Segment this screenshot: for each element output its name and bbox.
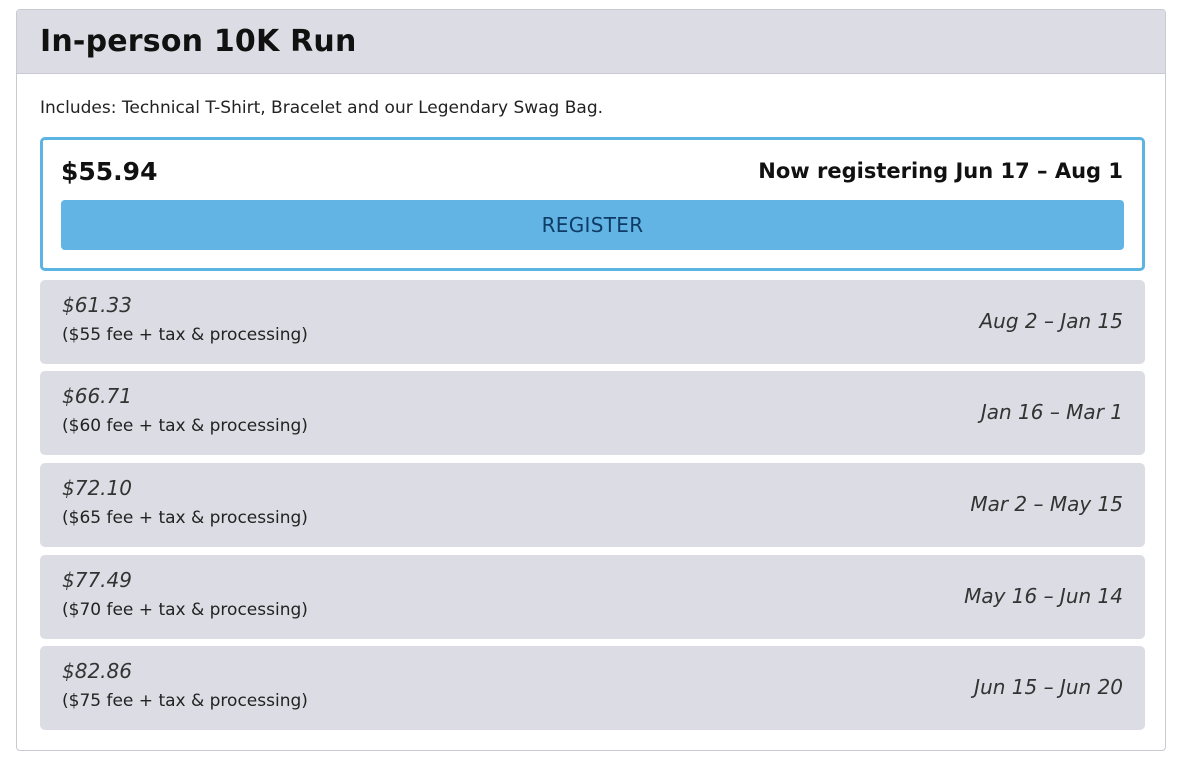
tier-price: $82.86 — [62, 659, 132, 683]
tier-fee-breakdown: ($65 fee + tax & processing) — [62, 508, 308, 528]
tier-dates: Aug 2 – Jan 15 — [979, 309, 1124, 333]
price-tier: $72.10 ($65 fee + tax & processing) Mar … — [40, 463, 1145, 547]
tier-dates: Jan 16 – Mar 1 — [980, 400, 1123, 424]
current-registration-dates: Now registering Jun 17 – Aug 1 — [758, 159, 1123, 183]
tier-price: $66.71 — [62, 384, 132, 408]
current-price: $55.94 — [61, 157, 158, 186]
tier-fee-breakdown: ($70 fee + tax & processing) — [62, 600, 308, 620]
registration-card: In-person 10K Run Includes: Technical T-… — [16, 9, 1166, 751]
tier-dates: Jun 15 – Jun 20 — [974, 675, 1123, 699]
tier-fee-breakdown: ($55 fee + tax & processing) — [62, 325, 308, 345]
price-tier: $61.33 ($55 fee + tax & processing) Aug … — [40, 280, 1145, 364]
tier-fee-breakdown: ($75 fee + tax & processing) — [62, 691, 308, 711]
price-tier: $66.71 ($60 fee + tax & processing) Jan … — [40, 371, 1145, 455]
price-tier: $82.86 ($75 fee + tax & processing) Jun … — [40, 646, 1145, 730]
tier-price: $77.49 — [62, 568, 132, 592]
tier-price: $72.10 — [62, 476, 132, 500]
price-tier: $77.49 ($70 fee + tax & processing) May … — [40, 555, 1145, 639]
tier-dates: Mar 2 – May 15 — [970, 492, 1123, 516]
current-price-tier: $55.94 Now registering Jun 17 – Aug 1 RE… — [40, 137, 1145, 271]
tier-price: $61.33 — [62, 293, 132, 317]
register-button[interactable]: REGISTER — [61, 200, 1124, 250]
event-title: In-person 10K Run — [40, 24, 357, 59]
tier-dates: May 16 – Jun 14 — [964, 584, 1123, 608]
includes-text: Includes: Technical T-Shirt, Bracelet an… — [40, 98, 604, 118]
card-header: In-person 10K Run — [17, 10, 1165, 74]
tier-fee-breakdown: ($60 fee + tax & processing) — [62, 416, 308, 436]
